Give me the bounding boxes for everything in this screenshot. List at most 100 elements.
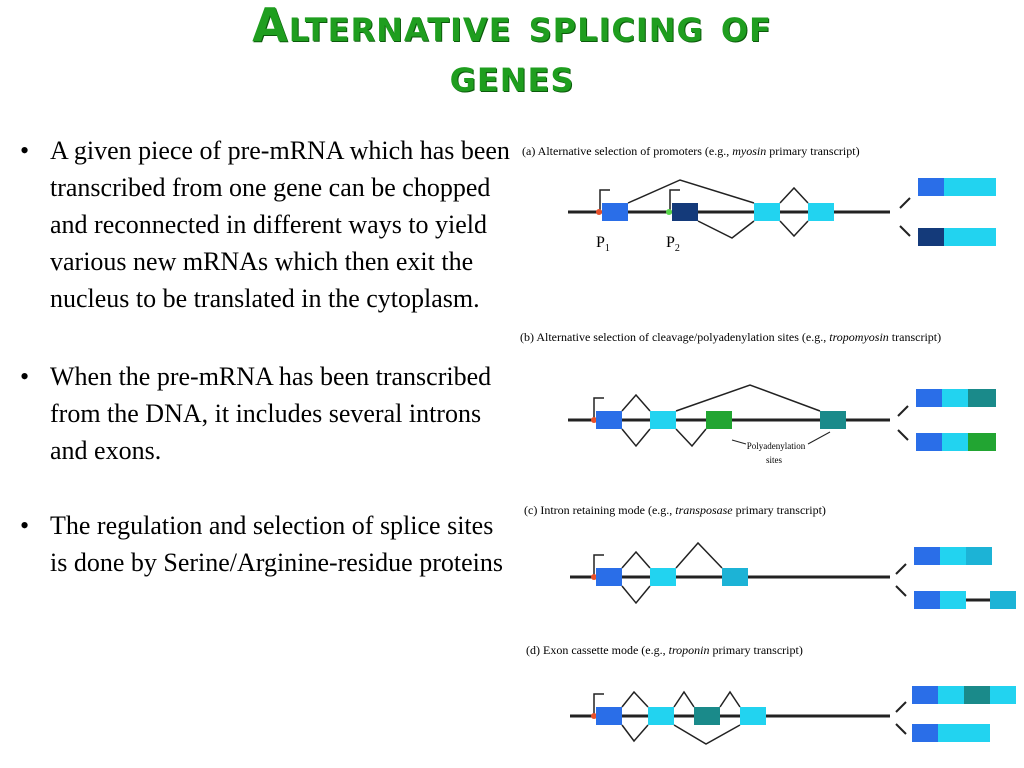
splice-line — [697, 220, 755, 239]
mrna-exon — [916, 433, 942, 451]
mrna-exon — [942, 389, 968, 407]
mrna-exon — [940, 547, 966, 565]
exon — [694, 707, 720, 725]
exon — [808, 203, 834, 221]
mrna-exon — [970, 228, 996, 246]
slide-title: Alternative splicing of genes — [0, 0, 1024, 100]
splicing-diagram: (a) Alternative selection of promoters (… — [520, 144, 1016, 745]
arrow-icon — [897, 405, 909, 417]
bullet-item: • A given piece of pre-mRNA which has be… — [14, 132, 514, 317]
pointer-line — [731, 439, 747, 445]
splice-line — [675, 541, 723, 569]
panel-a-caption: (a) Alternative selection of promoters (… — [522, 144, 860, 158]
exon — [648, 707, 674, 725]
exon — [820, 411, 846, 429]
splice-line — [779, 220, 809, 238]
panel-b: (b) Alternative selection of cleavage/po… — [520, 330, 996, 465]
bullet-glyph: • — [20, 511, 30, 540]
bullet-text: When the pre-mRNA has been transcribed f… — [50, 362, 492, 465]
exon — [602, 203, 628, 221]
splice-line — [673, 690, 695, 708]
splice-line — [675, 384, 821, 412]
mrna-exon — [912, 686, 938, 704]
mrna-exon — [918, 178, 944, 196]
mrna-exon — [990, 591, 1016, 609]
promoter-arrow-icon — [669, 189, 680, 210]
bullet-item: • When the pre-mRNA has been transcribed… — [14, 358, 514, 469]
arrow-icon — [895, 585, 907, 597]
exon — [754, 203, 780, 221]
exon — [672, 203, 698, 221]
polyadenylation-label: sites — [766, 455, 782, 465]
splice-line — [621, 585, 651, 605]
mrna-exon — [968, 389, 996, 407]
mrna-exon — [938, 686, 964, 704]
panel-a: (a) Alternative selection of promoters (… — [522, 144, 996, 254]
bullet-text: The regulation and selection of splice s… — [50, 511, 503, 577]
slide-title-line-1: Alternative splicing of — [252, 0, 772, 52]
panel-c: (c) Intron retaining mode (e.g., transpo… — [524, 503, 1016, 609]
mrna-exon — [916, 389, 942, 407]
mrna-exon — [942, 433, 968, 451]
exon — [706, 411, 732, 429]
promoter-label: P1 — [596, 234, 610, 254]
arrow-icon — [895, 723, 907, 735]
arrow-icon — [895, 563, 907, 575]
bullet-item: • The regulation and selection of splice… — [14, 507, 514, 581]
pointer-line — [807, 431, 831, 445]
promoter-p2-marker — [666, 209, 672, 215]
promoter-marker — [591, 417, 597, 423]
promoter-p1-marker — [596, 209, 602, 215]
mrna-exon — [914, 547, 940, 565]
mrna-exon — [944, 228, 970, 246]
splice-line — [621, 724, 649, 743]
promoter-arrow-icon — [593, 397, 604, 418]
exon — [596, 568, 622, 586]
panel-d: (d) Exon cassette mode (e.g., troponin p… — [526, 643, 1016, 745]
bullet-glyph: • — [20, 362, 30, 391]
polyadenylation-label: Polyadenylation — [747, 441, 806, 451]
splice-line — [621, 393, 651, 412]
bullet-glyph: • — [20, 136, 30, 165]
mrna-exon — [918, 228, 944, 246]
splice-line — [673, 724, 741, 745]
arrow-icon — [895, 701, 907, 713]
bullet-list: • A given piece of pre-mRNA which has be… — [14, 132, 514, 581]
arrow-icon — [899, 197, 911, 209]
splice-line — [719, 690, 741, 708]
panel-b-caption: (b) Alternative selection of cleavage/po… — [520, 330, 941, 344]
splice-line — [621, 690, 649, 708]
promoter-arrow-icon — [593, 554, 604, 575]
exon — [722, 568, 748, 586]
mrna-exon — [966, 547, 992, 565]
promoter-marker — [591, 574, 597, 580]
exon — [650, 568, 676, 586]
panel-d-caption: (d) Exon cassette mode (e.g., troponin p… — [526, 643, 803, 657]
splice-line — [627, 179, 755, 204]
promoter-marker — [591, 713, 597, 719]
promoter-label: P2 — [666, 234, 680, 254]
splice-line — [779, 186, 809, 204]
mrna-exon — [964, 724, 990, 742]
splice-line — [621, 550, 651, 569]
mrna-exon — [914, 591, 940, 609]
exon — [596, 411, 622, 429]
bullet-text: A given piece of pre-mRNA which has been… — [50, 136, 510, 313]
splice-line — [675, 428, 707, 448]
promoter-arrow-icon — [599, 189, 610, 210]
promoter-arrow-icon — [593, 693, 604, 714]
mrna-exon — [964, 686, 990, 704]
mrna-exon — [938, 724, 964, 742]
exon — [740, 707, 766, 725]
mrna-exon — [990, 686, 1016, 704]
mrna-exon — [970, 178, 996, 196]
slide-title-line-2: genes — [449, 48, 575, 102]
arrow-icon — [897, 429, 909, 441]
exon — [650, 411, 676, 429]
arrow-icon — [899, 225, 911, 237]
exon — [596, 707, 622, 725]
mrna-exon — [940, 591, 966, 609]
mrna-exon — [912, 724, 938, 742]
splice-line — [621, 428, 651, 448]
mrna-exon — [968, 433, 996, 451]
